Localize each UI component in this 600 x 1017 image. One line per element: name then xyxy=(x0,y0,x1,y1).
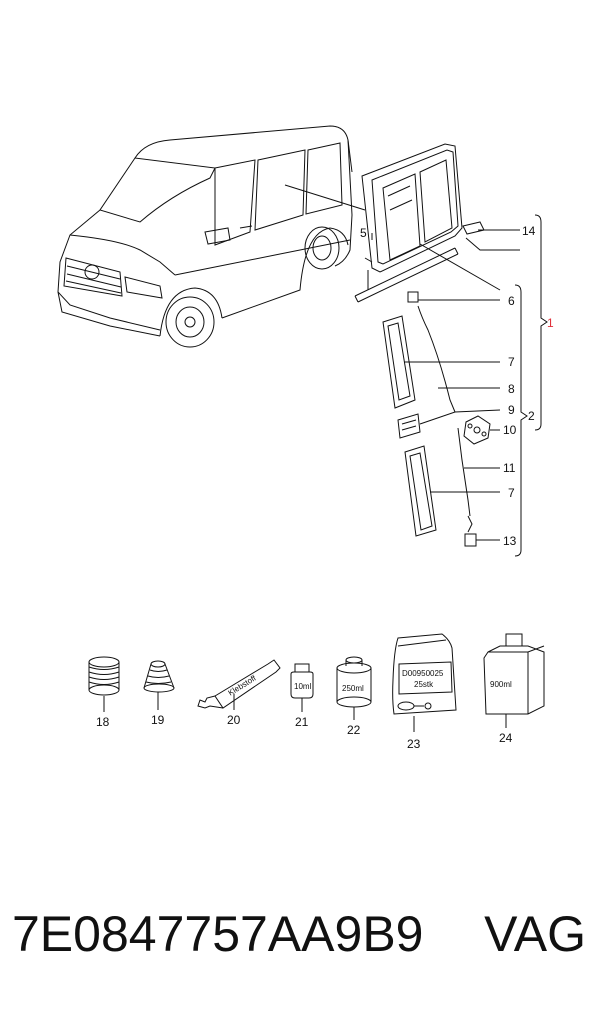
callout-19[interactable]: 19 xyxy=(151,713,165,727)
can-label: 250ml xyxy=(342,684,364,693)
sealing-cone-19 xyxy=(143,660,175,710)
callout-2[interactable]: 2 xyxy=(528,409,535,423)
callout-9[interactable]: 9 xyxy=(508,403,515,417)
bottle-label: 10ml xyxy=(294,682,312,691)
window-assembly xyxy=(354,143,520,303)
part-number: 7E0847757AA9B9 xyxy=(12,906,424,962)
bag-23 xyxy=(392,633,457,732)
can-22 xyxy=(336,656,372,720)
callout-11[interactable]: 11 xyxy=(503,461,516,475)
callout-6[interactable]: 6 xyxy=(508,294,515,308)
callout-14[interactable]: 14 xyxy=(522,224,536,238)
callout-1[interactable]: 1 xyxy=(547,316,554,330)
canister-label: 900ml xyxy=(490,680,512,689)
callout-24[interactable]: 24 xyxy=(499,731,513,745)
callout-10[interactable]: 10 xyxy=(503,423,517,437)
callout-7b[interactable]: 7 xyxy=(508,486,515,500)
product-labels: Klebstoff 10ml 250ml D00950025 25stk 900… xyxy=(227,669,512,698)
small-bottle-21 xyxy=(290,663,314,712)
brace-lines xyxy=(514,214,548,557)
parts-diagram: 1 2 5 6 7 8 9 10 11 7 13 14 18 19 20 21 … xyxy=(57,125,554,751)
callout-7a[interactable]: 7 xyxy=(508,355,515,369)
brand-label: VAG xyxy=(484,906,586,962)
callout-5[interactable]: 5 xyxy=(360,226,367,240)
bag-code-label: D00950025 xyxy=(402,669,444,678)
tube-label: Klebstoff xyxy=(227,673,259,697)
van-illustration xyxy=(57,125,366,348)
callout-22[interactable]: 22 xyxy=(347,723,361,737)
callout-20[interactable]: 20 xyxy=(227,713,241,727)
callout-21[interactable]: 21 xyxy=(295,715,309,729)
adhesive-tube-20 xyxy=(197,659,281,710)
bag-qty-label: 25stk xyxy=(414,680,434,689)
callout-labels: 1 2 5 6 7 8 9 10 11 7 13 14 18 19 20 21 … xyxy=(96,224,554,751)
accessories xyxy=(88,633,545,732)
callout-8[interactable]: 8 xyxy=(508,382,515,396)
callout-13[interactable]: 13 xyxy=(503,534,517,548)
callout-18[interactable]: 18 xyxy=(96,715,110,729)
channel-parts xyxy=(382,291,501,547)
sealing-roll-18 xyxy=(88,656,120,712)
callout-23[interactable]: 23 xyxy=(407,737,421,751)
canister-24 xyxy=(483,633,545,728)
